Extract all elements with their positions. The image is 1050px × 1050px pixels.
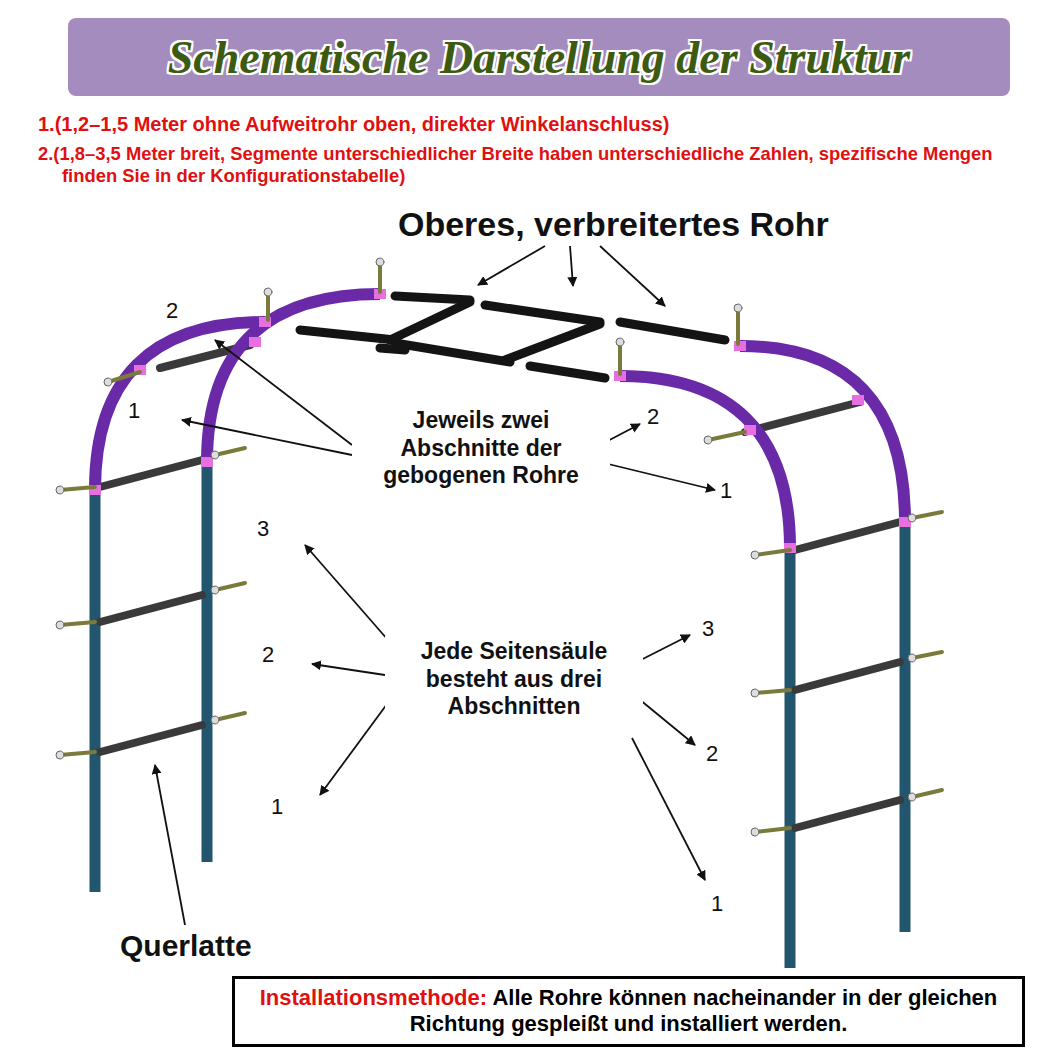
arch-part — [478, 246, 545, 285]
arch-part — [211, 451, 219, 459]
arch-part — [300, 296, 725, 378]
part-label: Jeweils zwei Abschnitte der gebogenen Ro… — [352, 405, 610, 492]
arch-part — [376, 258, 384, 266]
arch-part — [751, 828, 759, 836]
arch-part — [912, 652, 942, 658]
info-text: Installationsmethode: Alle Rohre können … — [235, 979, 1022, 1044]
arch-part — [755, 828, 790, 832]
arch-part — [600, 462, 715, 490]
info-box: Installationsmethode: Alle Rohre können … — [232, 976, 1025, 1047]
arch-part — [380, 348, 405, 350]
arch-part — [249, 337, 261, 347]
callout-number: 2 — [647, 404, 659, 430]
arch-part — [755, 690, 790, 693]
arch-part — [202, 455, 213, 862]
callout-number: 3 — [257, 516, 269, 542]
arch-part — [104, 378, 112, 386]
arch-part — [320, 700, 390, 795]
callout-number: 3 — [702, 616, 714, 642]
arch-part — [745, 402, 860, 432]
arch-part — [795, 522, 900, 550]
arch-part — [56, 258, 942, 836]
part-label: Jede Seitensäule besteht aus drei Abschn… — [385, 636, 643, 723]
arch-part — [215, 713, 245, 720]
arch-part — [215, 448, 245, 455]
arch-part — [600, 246, 665, 306]
arch-part — [795, 800, 900, 828]
arch-part — [211, 586, 219, 594]
arch-part — [300, 330, 395, 340]
arch-part — [755, 550, 790, 555]
arch-part — [751, 689, 759, 697]
note-text: 2.(1,8–3,5 Meter breit, Segmente untersc… — [38, 143, 1048, 187]
arch-part — [618, 342, 622, 374]
arch-part — [908, 793, 916, 801]
part-label: Querlatte — [120, 928, 252, 964]
arch-part — [751, 551, 759, 559]
arch-part — [912, 512, 942, 518]
arch-part — [155, 246, 715, 925]
note-text: 1.(1,2–1,5 Meter ohne Aufweitrohr oben, … — [38, 112, 1038, 136]
info-body: Alle Rohre können nacheinander in der gl… — [410, 985, 998, 1036]
arch-part — [100, 345, 900, 828]
arch-part — [704, 436, 712, 444]
arch-part — [395, 343, 510, 362]
arch-part — [395, 296, 470, 300]
title-banner: Schematische Darstellung der Struktur — [68, 18, 1010, 96]
arch-part — [182, 420, 352, 455]
arch-part — [89, 289, 911, 553]
arch-part — [264, 288, 272, 296]
arch-part — [95, 455, 905, 968]
arch-part — [100, 595, 202, 622]
arch-part — [785, 545, 796, 968]
arch-part — [570, 246, 573, 286]
arch-part — [215, 583, 245, 590]
callout-number: 1 — [720, 478, 732, 504]
arch-part — [100, 460, 202, 487]
callout-number: 2 — [166, 298, 178, 324]
arch-part — [485, 305, 600, 322]
arch-part — [795, 662, 900, 690]
callout-number: 1 — [128, 398, 140, 424]
arch-part — [56, 751, 64, 759]
arch-part — [900, 515, 911, 932]
arch-part — [505, 324, 600, 360]
arch-part — [736, 308, 740, 344]
arch-part — [100, 725, 202, 752]
arch-part — [108, 372, 140, 382]
arch-part — [211, 716, 219, 724]
arch-part — [632, 738, 705, 880]
arch-part — [155, 765, 185, 925]
arch-part — [708, 432, 745, 440]
callout-number: 1 — [271, 794, 283, 820]
arch-part — [215, 340, 352, 445]
arch-part — [530, 366, 605, 378]
arch-part — [312, 664, 385, 675]
arch-part — [616, 338, 624, 346]
arch-part — [60, 487, 95, 490]
arch-part — [201, 457, 213, 467]
callout-number: 2 — [262, 642, 274, 668]
arch-part — [908, 514, 916, 522]
arch-part — [734, 304, 742, 312]
arch-part — [390, 302, 470, 340]
arch-part — [95, 294, 905, 548]
title-text: Schematische Darstellung der Struktur — [168, 31, 911, 84]
arch-part — [305, 545, 395, 648]
callout-number: 1 — [711, 891, 723, 917]
arch-part — [908, 654, 916, 662]
arch-part — [60, 752, 95, 755]
arch-part — [620, 376, 790, 548]
arch-part — [620, 322, 725, 340]
arch-part — [852, 395, 864, 405]
arch-part — [60, 622, 95, 625]
arch-part — [56, 486, 64, 494]
arch-part — [90, 485, 101, 892]
callout-number: 2 — [706, 741, 718, 767]
info-heading: Installationsmethode: — [260, 985, 487, 1010]
arch-part — [912, 790, 942, 797]
arch-part — [56, 621, 64, 629]
part-label: Oberes, verbreitertes Rohr — [398, 204, 878, 245]
